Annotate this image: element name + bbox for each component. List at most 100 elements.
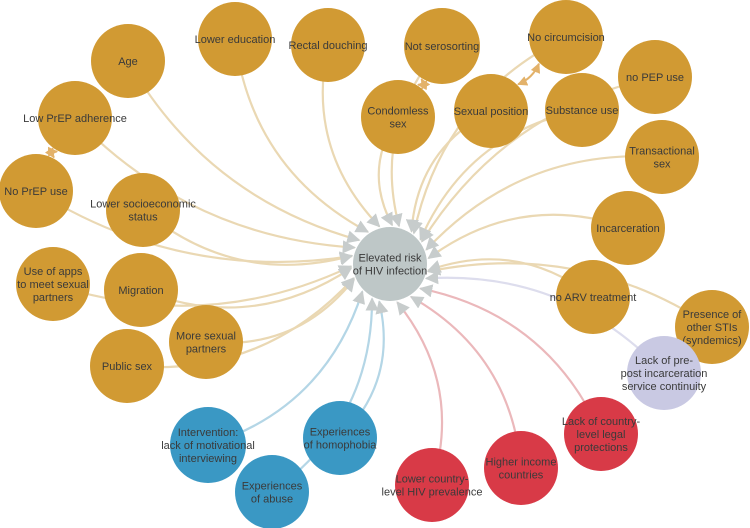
node-no-pep-use-label-line: no PEP use	[626, 72, 684, 84]
node-motivational-interviewing: Intervention:lack of motivationalintervi…	[161, 407, 255, 483]
center-node-label-line: of HIV infection	[353, 266, 428, 278]
node-other-stis-label-line: other STIs	[687, 322, 738, 334]
node-other-stis-label-line: (syndemics)	[682, 335, 741, 347]
node-use-of-apps-label-line: to meet sexual	[17, 279, 89, 291]
node-sexual-position: Sexual position	[454, 74, 529, 148]
node-low-prep-adherence-circle	[38, 81, 112, 155]
node-abuse-label-line: of abuse	[251, 494, 293, 506]
node-public-sex-label-line: Public sex	[102, 361, 153, 373]
node-other-stis-circle	[675, 290, 749, 364]
node-service-continuity-label-line: service continuity	[622, 381, 707, 393]
node-use-of-apps-label-line: Use of apps	[24, 266, 83, 278]
node-sexual-position-label-line: Sexual position	[454, 106, 529, 118]
node-service-continuity-circle	[627, 336, 701, 410]
node-more-sexual-partners-circle	[169, 305, 243, 379]
node-no-prep-use-circle	[0, 154, 73, 228]
node-more-sexual-partners-label-line: More sexual	[176, 331, 236, 343]
node-lower-hiv-prevalence-label-line: Lower country-	[396, 474, 469, 486]
node-lower-ses-circle	[106, 173, 180, 247]
link-sexual-position-no-circumcision	[517, 62, 541, 86]
node-lower-hiv-prevalence-label-line: level HIV prevalence	[382, 487, 483, 499]
node-lower-education-label-line: Lower education	[195, 34, 276, 46]
node-sexual-position-circle	[454, 74, 528, 148]
node-incarceration-circle	[591, 191, 665, 265]
node-legal-protections-label-line: Lack of country-	[562, 416, 641, 428]
node-condomless-sex-label-line: Condomless	[367, 106, 429, 118]
node-substance-use-circle	[545, 73, 619, 147]
node-not-serosorting-label-line: Not serosorting	[405, 41, 480, 53]
node-higher-income-label-line: countries	[499, 470, 544, 482]
node-condomless-sex-label-line: sex	[389, 119, 407, 131]
node-higher-income-circle	[484, 431, 558, 505]
node-no-arv-treatment: no ARV treatment	[550, 260, 637, 334]
node-lower-education: Lower education	[195, 2, 276, 76]
node-motivational-interviewing-label-line: Intervention:	[178, 427, 239, 439]
node-lower-ses-label-line: Lower socioeconomic	[90, 199, 196, 211]
node-legal-protections-label-line: level legal	[577, 429, 626, 441]
node-age-label-line: Age	[118, 56, 138, 68]
node-other-stis-label-line: Presence of	[683, 309, 743, 321]
node-no-circumcision-circle	[529, 0, 603, 74]
node-substance-use-label-line: Substance use	[546, 105, 619, 117]
node-no-circumcision-label-line: No circumcision	[527, 32, 605, 44]
node-public-sex-circle	[90, 329, 164, 403]
node-service-continuity-label-line: post incarceration	[621, 368, 708, 380]
edge-age	[127, 60, 361, 244]
node-not-serosorting: Not serosorting	[404, 8, 480, 84]
node-transactional-sex-label-line: sex	[653, 159, 671, 171]
node-homophobia-circle	[303, 401, 377, 475]
node-motivational-interviewing-circle	[170, 407, 246, 483]
node-higher-income-label-line: Higher income	[486, 457, 557, 469]
node-low-prep-adherence-label-line: Low PrEP adherence	[23, 113, 127, 125]
node-no-prep-use: No PrEP use	[0, 154, 73, 228]
node-rectal-douching-label-line: Rectal douching	[289, 40, 368, 52]
center-node-circle	[353, 227, 427, 301]
node-service-continuity-label-line: Lack of pre-	[635, 355, 693, 367]
node-abuse-circle	[235, 455, 309, 528]
link-layer	[44, 62, 541, 159]
node-migration-circle	[104, 253, 178, 327]
node-lower-education-circle	[198, 2, 272, 76]
link-condomless-sex-not-serosorting	[417, 78, 431, 91]
node-transactional-sex-label-line: Transactional	[629, 146, 695, 158]
node-not-serosorting-circle	[404, 8, 480, 84]
edge-low-prep-adherence	[74, 117, 356, 254]
node-motivational-interviewing-label-line: lack of motivational	[161, 440, 255, 452]
node-more-sexual-partners-label-line: partners	[186, 344, 227, 356]
node-incarceration: Incarceration	[591, 191, 665, 265]
node-no-arv-treatment-circle	[556, 260, 630, 334]
node-no-pep-use-circle	[618, 40, 692, 114]
node-no-prep-use-label-line: No PrEP use	[4, 186, 67, 198]
node-homophobia-label-line: of homophobia	[304, 440, 378, 452]
node-legal-protections-label-line: protections	[574, 442, 628, 454]
node-lower-ses-label-line: status	[128, 212, 158, 224]
node-condomless-sex-circle	[361, 80, 435, 154]
edge-use-of-apps	[52, 265, 353, 307]
edge-no-prep-use	[35, 190, 354, 265]
node-use-of-apps-circle	[16, 247, 90, 321]
node-use-of-apps-label-line: partners	[33, 292, 74, 304]
node-no-circumcision: No circumcision	[527, 0, 605, 74]
node-low-prep-adherence: Low PrEP adherence	[23, 81, 127, 155]
center-node-label-line: Elevated risk	[359, 253, 422, 265]
node-transactional-sex-circle	[625, 120, 699, 194]
node-abuse-label-line: Experiences	[242, 481, 303, 493]
node-lower-hiv-prevalence: Lower country-level HIV prevalence	[382, 448, 483, 522]
edge-no-pep-use	[420, 75, 656, 243]
node-homophobia-label-line: Experiences	[310, 427, 371, 439]
node-age: Age	[91, 24, 165, 98]
node-no-arv-treatment-label-line: no ARV treatment	[550, 292, 637, 304]
